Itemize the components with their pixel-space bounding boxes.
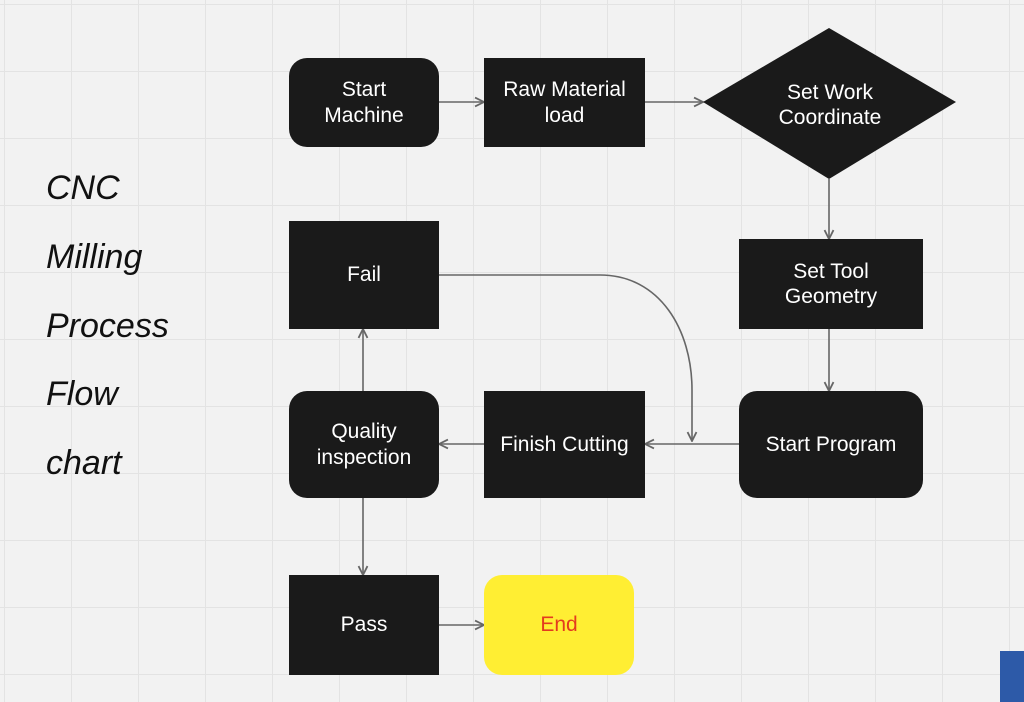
title-word-process: Process	[46, 307, 169, 345]
node-raw-material-load[interactable]: Raw Material load	[484, 58, 645, 147]
node-end[interactable]: End	[484, 575, 634, 675]
title-word-cnc: CNC	[46, 169, 120, 207]
node-quality-inspection[interactable]: Quality inspection	[289, 391, 439, 498]
corner-badge	[1000, 651, 1024, 702]
edge-fail-to-program	[439, 274, 692, 441]
diamond-set-work-coordinate	[703, 28, 956, 179]
node-start-machine[interactable]: Start Machine	[289, 58, 439, 147]
title-word-flow: Flow	[46, 375, 118, 413]
node-fail[interactable]: Fail	[289, 221, 439, 329]
title-word-milling: Milling	[46, 238, 143, 276]
node-set-tool-geometry[interactable]: Set Tool Geometry	[739, 239, 923, 329]
node-start-program[interactable]: Start Program	[739, 391, 923, 498]
node-set-work-coordinate[interactable]: Set Work Coordinate	[778, 80, 882, 129]
title-word-chart: chart	[46, 444, 122, 482]
node-finish-cutting[interactable]: Finish Cutting	[484, 391, 645, 498]
node-pass[interactable]: Pass	[289, 575, 439, 675]
